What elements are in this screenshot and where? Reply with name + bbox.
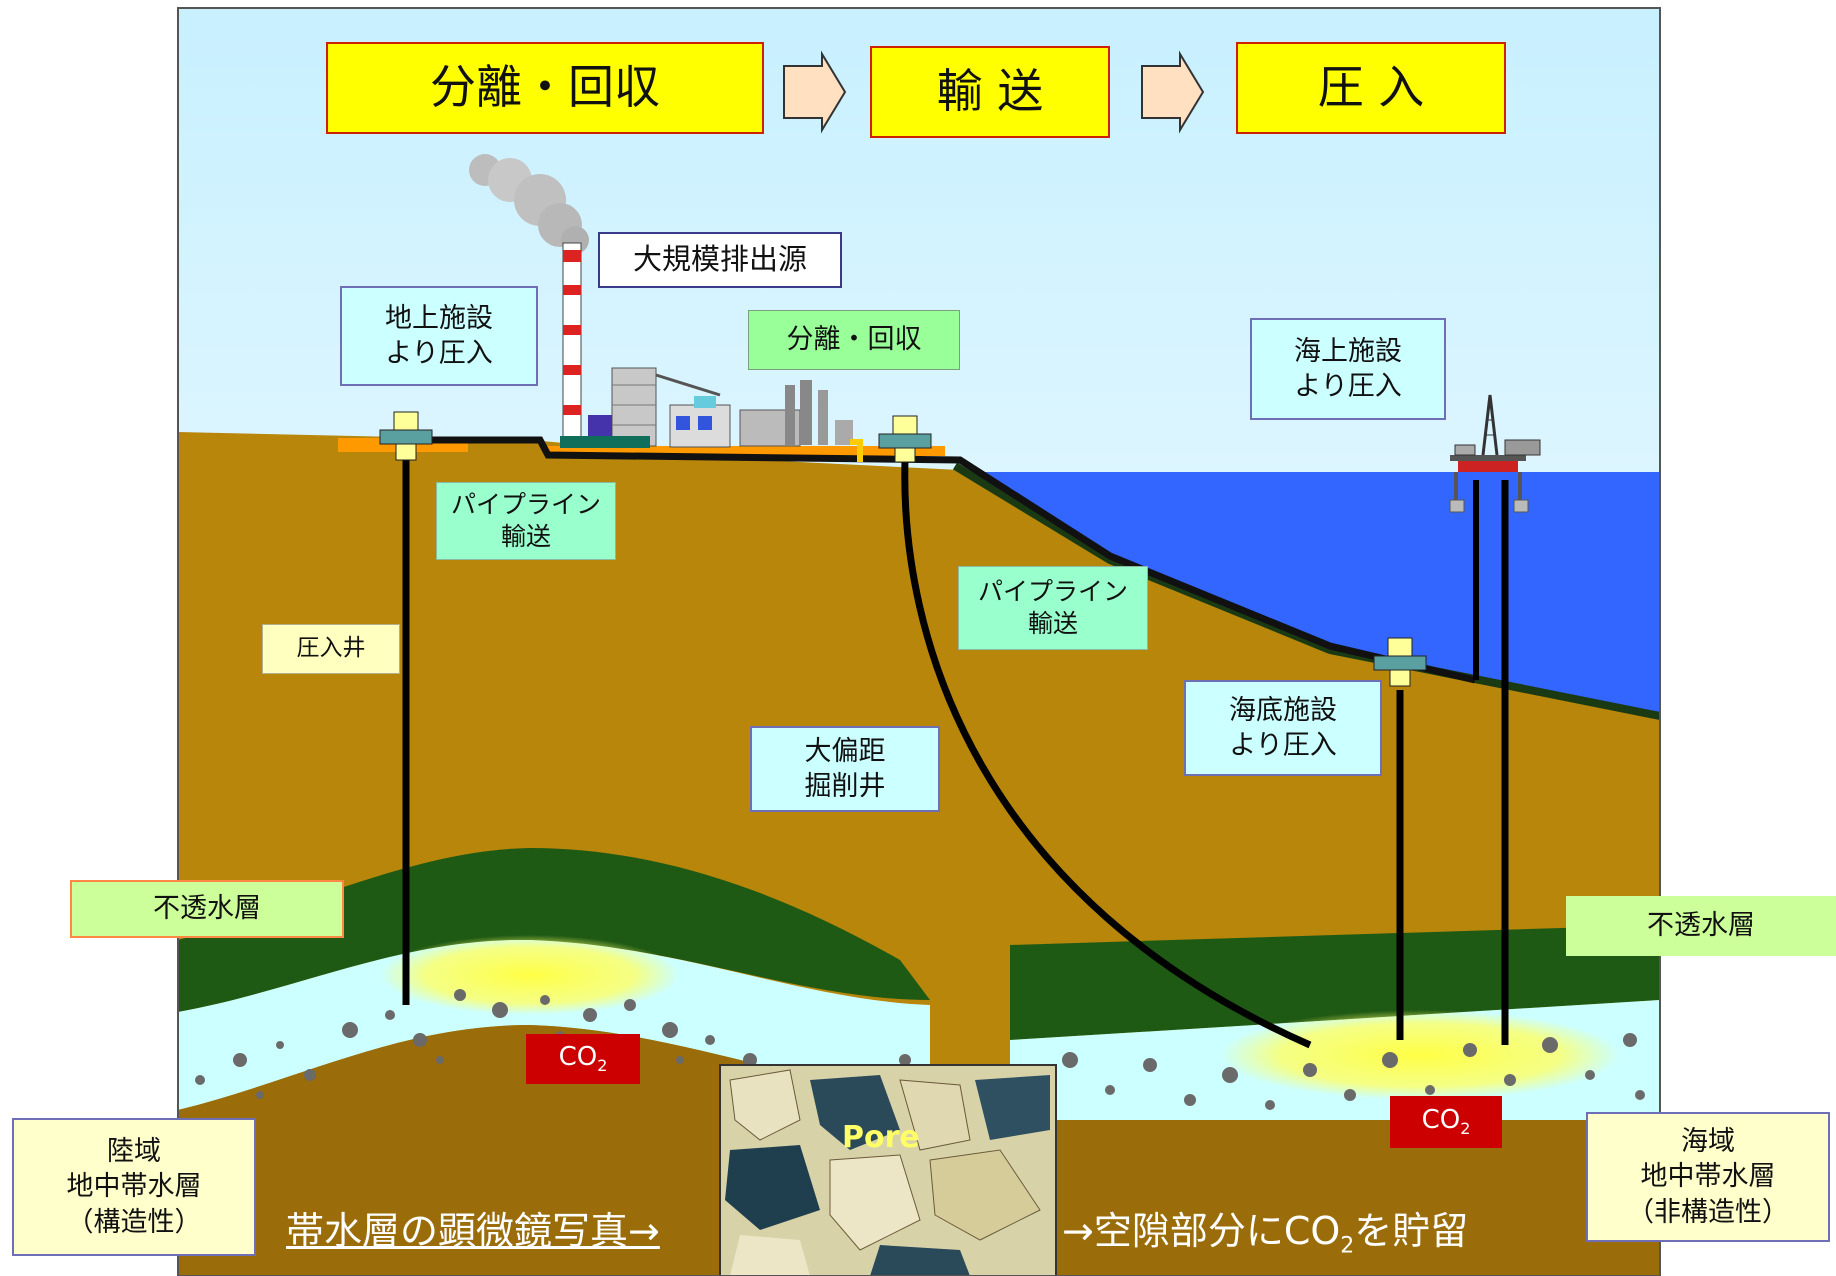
- co2-badge-left: CO2: [526, 1034, 640, 1084]
- surface-pipeline: [420, 436, 1476, 684]
- step-label: 輸 送: [936, 64, 1044, 119]
- impermeable-layer-label-right: 不透水層: [1566, 896, 1836, 956]
- offshore-platform: [1449, 394, 1541, 513]
- aquifer-micrograph: [719, 1064, 1057, 1276]
- smokestack: [562, 242, 582, 439]
- wellhead-seabed: [1373, 637, 1427, 687]
- offshore-platform-label: 海上施設 より圧入: [1250, 318, 1446, 420]
- pipeline-label-onshore: パイプライン 輸送: [436, 482, 616, 560]
- offshore-aquifer-label: 海域 地中帯水層 （非構造性）: [1586, 1112, 1830, 1242]
- diagram-frame: [177, 7, 1661, 1276]
- power-plant: [560, 367, 731, 448]
- aquifer-grains-right: [1024, 1033, 1645, 1110]
- seabed-line: [952, 462, 1660, 720]
- surface-pad-center: [545, 446, 945, 456]
- onshore-injection-label: 地上施設 より圧入: [340, 286, 538, 386]
- smoke-cloud: [469, 154, 589, 254]
- storage-caption: →空隙部分にCO2を貯留: [1062, 1209, 1469, 1259]
- step-label: 分離・回収: [430, 60, 660, 115]
- aquifer-left: [178, 939, 930, 1110]
- co2-badge-right: CO2: [1390, 1096, 1502, 1148]
- cap-rock-left: [178, 848, 930, 1012]
- step-transport: 輸 送: [870, 46, 1110, 138]
- pore-label: Pore: [842, 1120, 920, 1155]
- flow-arrow-2: [1141, 50, 1205, 134]
- wellhead-center: [878, 415, 932, 463]
- capture-facility: [739, 380, 863, 462]
- large-emitter-label: 大規模排出源: [598, 232, 842, 288]
- wellhead-left: [379, 411, 433, 461]
- co2-plume-right: [1220, 1010, 1620, 1100]
- deep-ground-right: [1010, 1120, 1660, 1276]
- onshore-aquifer-label: 陸域 地中帯水層 （構造性）: [12, 1118, 256, 1256]
- extended-reach-well: [901, 459, 1312, 1049]
- pipeline-label-offshore: パイプライン 輸送: [958, 566, 1148, 650]
- cap-rock-right: [1010, 925, 1660, 1040]
- step-label: 圧 入: [1317, 60, 1425, 115]
- flow-arrow-1: [783, 50, 847, 134]
- seabed-injection-label: 海底施設 より圧入: [1184, 680, 1382, 776]
- extended-reach-well-label: 大偏距 掘削井: [750, 726, 940, 812]
- step-separation-capture: 分離・回収: [326, 42, 764, 134]
- injection-well-label: 圧入井: [262, 624, 400, 674]
- micrograph-caption: 帯水層の顕微鏡写真→: [286, 1209, 660, 1253]
- step-injection: 圧 入: [1236, 42, 1506, 134]
- separation-capture-label: 分離・回収: [748, 310, 960, 370]
- impermeable-layer-label-left: 不透水層: [70, 880, 344, 938]
